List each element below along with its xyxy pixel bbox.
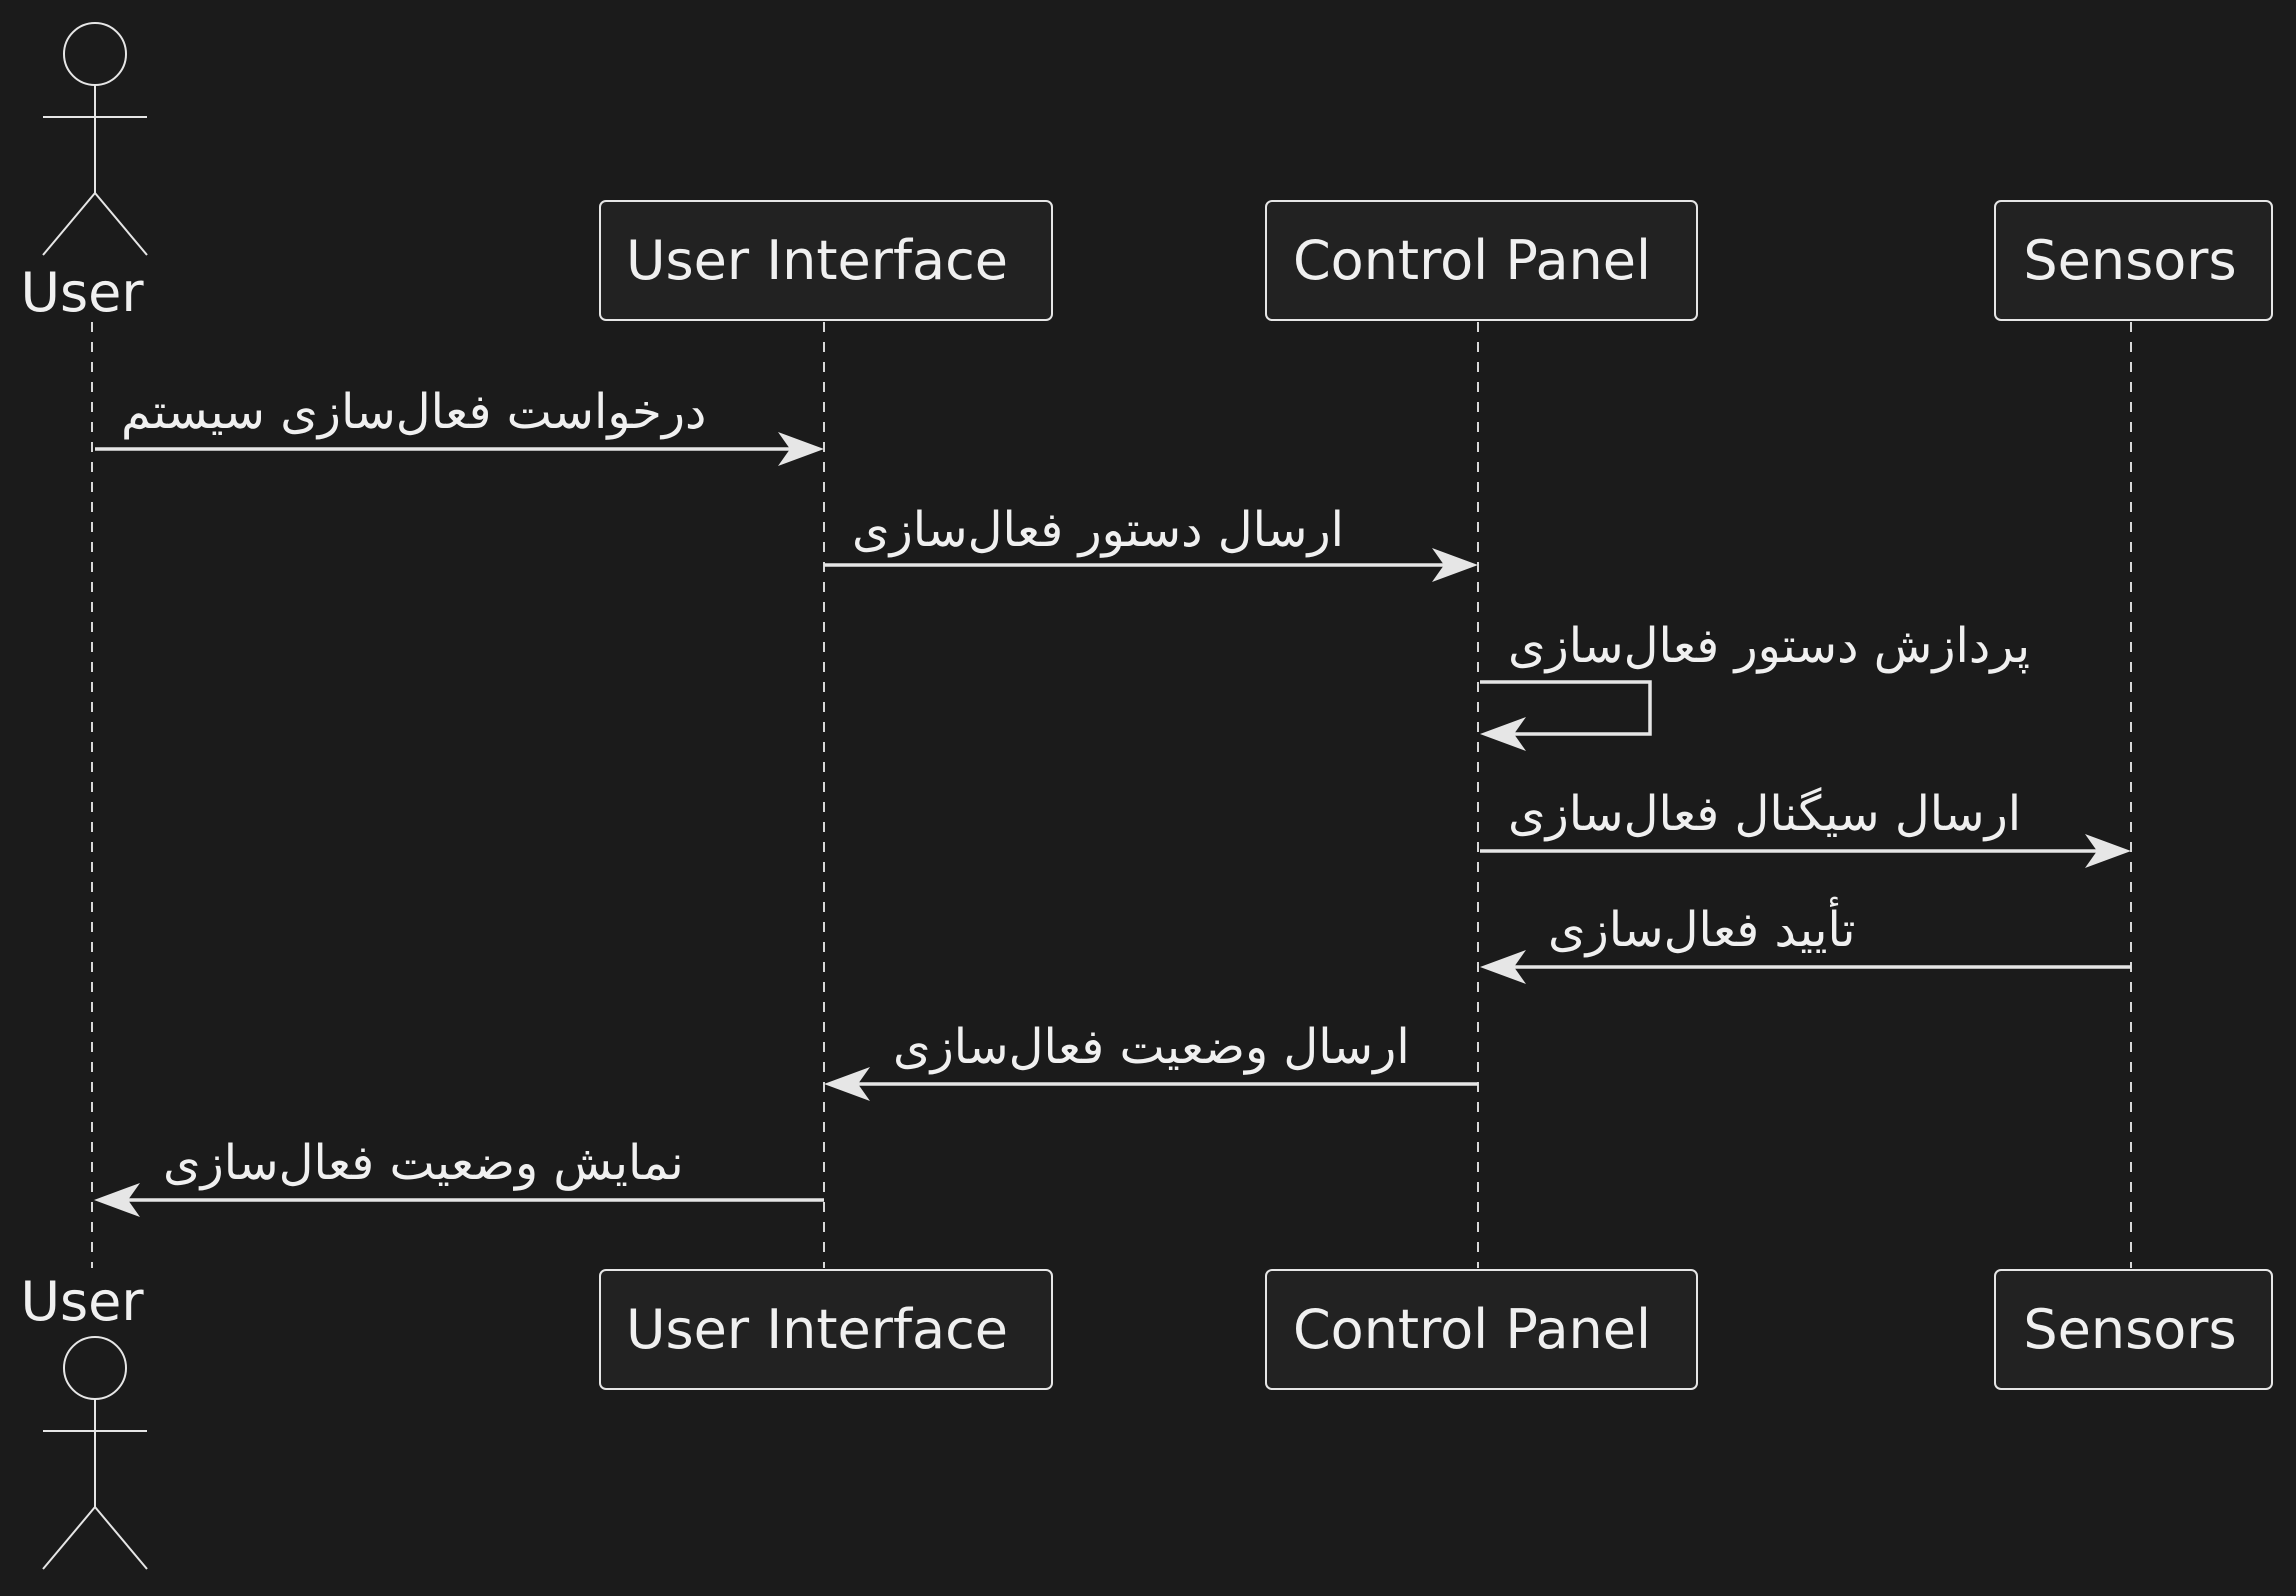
arrow-left-icon xyxy=(94,1183,140,1217)
participant-label: Sensors xyxy=(2023,1298,2236,1361)
participant-sensors-top: Sensors xyxy=(1994,200,2273,321)
participant-user-interface-bottom: User Interface xyxy=(599,1269,1053,1390)
actor-label: User xyxy=(20,1270,144,1333)
message-5: تأیید فعال‌سازی xyxy=(1480,896,2131,984)
participant-label: Control Panel xyxy=(1293,229,1651,292)
stick-figure-icon xyxy=(42,22,148,256)
actor-label: User xyxy=(20,261,144,324)
participant-control-panel-top: Control Panel xyxy=(1265,200,1698,321)
message-label: ارسال دستور فعال‌سازی xyxy=(852,502,1344,558)
arrow-left-icon xyxy=(824,1067,870,1101)
message-3-self: پردازش دستور فعال‌سازی xyxy=(1480,618,2030,751)
participant-control-panel-bottom: Control Panel xyxy=(1265,1269,1698,1390)
participant-label: Sensors xyxy=(2023,229,2236,292)
message-label: نمایش وضعیت فعال‌سازی xyxy=(163,1135,684,1191)
message-label: ارسال سیگنال فعال‌سازی xyxy=(1508,786,2021,842)
arrow-left-icon xyxy=(1480,717,1526,751)
participant-sensors-bottom: Sensors xyxy=(1994,1269,2273,1390)
message-6: ارسال وضعیت فعال‌سازی xyxy=(824,1019,1478,1101)
message-label: تأیید فعال‌سازی xyxy=(1548,896,1855,958)
stick-figure-icon xyxy=(42,1336,148,1570)
participant-label: User Interface xyxy=(626,229,1008,292)
actor-user-top: User xyxy=(20,22,148,324)
actor-user-bottom: User xyxy=(20,1270,148,1570)
arrow-left-icon xyxy=(1480,950,1526,984)
message-1: درخواست فعال‌سازی سیستم xyxy=(95,384,824,466)
message-label: پردازش دستور فعال‌سازی xyxy=(1508,618,2030,674)
message-4: ارسال سیگنال فعال‌سازی xyxy=(1480,786,2131,868)
participant-user-interface-top: User Interface xyxy=(599,200,1053,321)
message-label: درخواست فعال‌سازی سیستم xyxy=(121,384,706,440)
message-2: ارسال دستور فعال‌سازی xyxy=(824,502,1478,582)
arrow-right-icon xyxy=(778,432,824,466)
arrow-right-icon xyxy=(1432,548,1478,582)
message-7: نمایش وضعیت فعال‌سازی xyxy=(94,1135,824,1217)
arrow-right-icon xyxy=(2085,834,2131,868)
participant-label: User Interface xyxy=(626,1298,1008,1361)
participant-label: Control Panel xyxy=(1293,1298,1651,1361)
message-label: ارسال وضعیت فعال‌سازی xyxy=(893,1019,1410,1075)
